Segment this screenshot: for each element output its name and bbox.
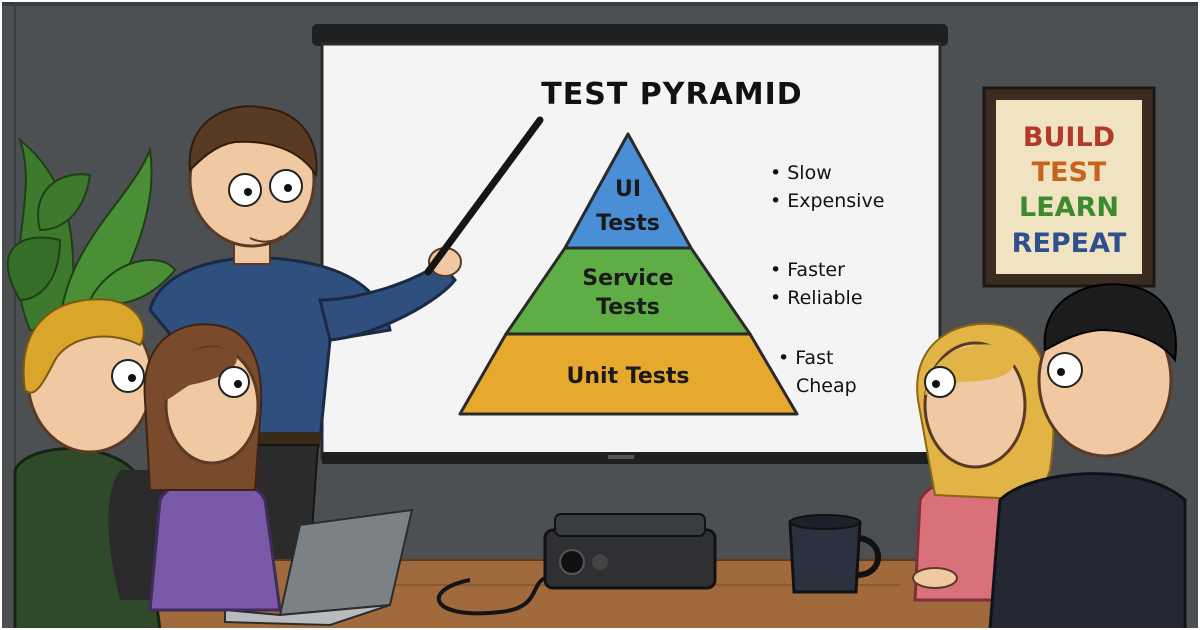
- note-expensive: • Expensive: [770, 190, 884, 212]
- poster-paper: [996, 100, 1142, 274]
- laptop: [224, 508, 414, 627]
- note-cheap: Cheap: [796, 375, 857, 397]
- poster-word-learn: LEARN: [1019, 192, 1119, 223]
- note-reliable: • Reliable: [770, 287, 863, 309]
- poster-word-build: BUILD: [1023, 122, 1115, 153]
- coffee-mug: [788, 514, 882, 594]
- pyramid-tier-unit: [458, 332, 799, 416]
- tier-label-unit: Unit Tests: [567, 364, 690, 389]
- slide-title: TEST PYRAMID: [541, 77, 802, 112]
- projector: [436, 513, 717, 616]
- tier-label-service-line2: Tests: [596, 295, 660, 320]
- note-slow: • Slow: [770, 162, 832, 184]
- pointer-stick: [424, 116, 544, 276]
- motivational-poster: BUILD TEST LEARN REPEAT: [982, 86, 1156, 288]
- potted-plant: [6, 137, 177, 332]
- test-pyramid: [458, 132, 799, 416]
- audience-member-right-man: [988, 283, 1187, 630]
- note-fast: • Fast: [778, 347, 833, 369]
- tier-labels: UI Tests Service Tests Unit Tests: [567, 177, 690, 389]
- screen-casing: [312, 24, 948, 46]
- tier-label-ui-line1: UI: [615, 177, 641, 202]
- audience-member-left-woman: [108, 323, 282, 612]
- tier-label-service-line1: Service: [582, 266, 673, 291]
- tier-label-ui-line2: Tests: [596, 211, 660, 236]
- tier-notes: • Slow • Expensive • Faster • Reliable •…: [770, 162, 884, 397]
- projector-screen: TEST PYRAMID: [312, 24, 948, 464]
- poster-word-test: TEST: [1032, 157, 1107, 188]
- note-faster: • Faster: [770, 259, 845, 281]
- poster-word-repeat: REPEAT: [1012, 228, 1127, 259]
